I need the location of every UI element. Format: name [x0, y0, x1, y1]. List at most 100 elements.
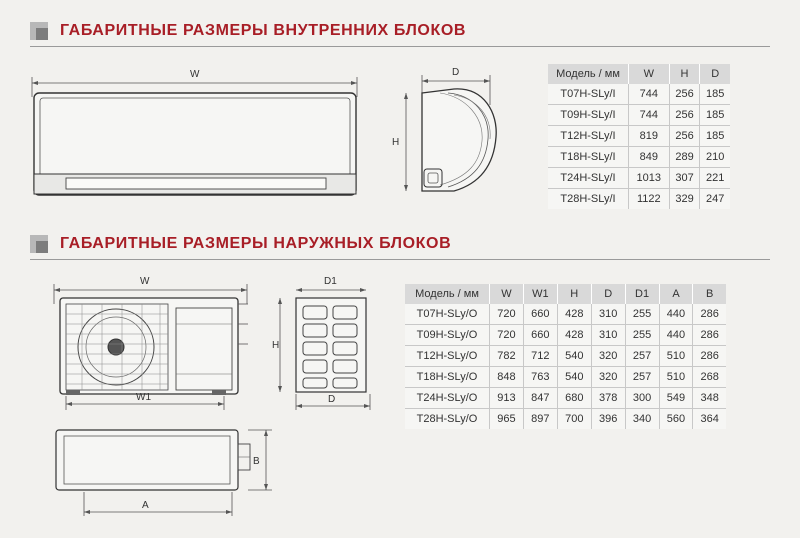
- outdoor-divider: [30, 259, 770, 260]
- table-cell: 268: [692, 366, 726, 388]
- indoor-d-label: D: [452, 67, 459, 78]
- table-cell: 1122: [628, 188, 670, 209]
- table-cell: 221: [699, 167, 730, 189]
- table-cell: 185: [699, 84, 730, 105]
- table-header-row: Модель / мм W H D: [548, 64, 730, 84]
- table-cell: T24H-SLy/O: [405, 387, 490, 409]
- table-cell: 256: [668, 125, 700, 147]
- table-cell: 913: [489, 387, 524, 409]
- table-cell: 255: [624, 324, 660, 346]
- outdoor-top-drawing: B A: [55, 429, 272, 516]
- indoor-divider: [30, 46, 770, 47]
- table-cell: 340: [624, 408, 660, 429]
- column-header: B: [692, 284, 726, 304]
- table-cell: T28H-SLy/O: [405, 408, 490, 429]
- outdoor-section-header: ГАБАРИТНЫЕ РАЗМЕРЫ НАРУЖНЫХ БЛОКОВ: [30, 232, 451, 256]
- outdoor-a-label: A: [142, 500, 149, 511]
- outdoor-side-drawing: D1 H D: [272, 276, 371, 410]
- table-cell: 320: [590, 366, 626, 388]
- indoor-h-label: H: [392, 137, 399, 148]
- table-cell: 185: [699, 104, 730, 126]
- table-cell: 700: [556, 408, 592, 429]
- table-cell: 257: [624, 345, 660, 367]
- table-cell: T09H-SLy/I: [548, 104, 629, 126]
- table-cell: 847: [522, 387, 558, 409]
- indoor-w-label: W: [190, 69, 200, 80]
- table-cell: 782: [489, 345, 524, 367]
- table-cell: 257: [624, 366, 660, 388]
- table-cell: 712: [522, 345, 558, 367]
- table-cell: 744: [628, 84, 670, 105]
- table-cell: 549: [658, 387, 693, 409]
- outdoor-front-drawing: W W1: [53, 276, 248, 410]
- table-cell: T18H-SLy/I: [548, 146, 629, 168]
- table-cell: T28H-SLy/I: [548, 188, 629, 209]
- column-header: Модель / мм: [548, 64, 629, 84]
- table-cell: 540: [556, 366, 592, 388]
- table-cell: T24H-SLy/I: [548, 167, 629, 189]
- table-cell: 329: [668, 188, 700, 209]
- column-header: H: [556, 284, 592, 304]
- table-cell: 1013: [628, 167, 670, 189]
- table-cell: 440: [658, 304, 693, 325]
- table-cell: 255: [624, 304, 660, 325]
- table-cell: 256: [668, 104, 700, 126]
- indoor-section-title: ГАБАРИТНЫЕ РАЗМЕРЫ ВНУТРЕННИХ БЛОКОВ: [60, 22, 467, 39]
- section-marker-icon: [30, 235, 48, 253]
- table-cell: 396: [590, 408, 626, 429]
- column-header: D: [590, 284, 626, 304]
- column-header: W1: [522, 284, 558, 304]
- table-cell: T12H-SLy/O: [405, 345, 490, 367]
- outdoor-w-label: W: [140, 276, 150, 287]
- table-cell: 720: [489, 304, 524, 325]
- section-marker-icon: [30, 22, 48, 40]
- table-cell: 300: [624, 387, 660, 409]
- table-cell: T12H-SLy/I: [548, 125, 629, 147]
- table-cell: 428: [556, 324, 592, 346]
- column-header: A: [658, 284, 693, 304]
- table-cell: 286: [692, 324, 726, 346]
- outdoor-w1-label: W1: [136, 392, 151, 403]
- table-cell: 819: [628, 125, 670, 147]
- table-cell: 660: [522, 324, 558, 346]
- table-cell: 286: [692, 345, 726, 367]
- table-cell: 849: [628, 146, 670, 168]
- table-cell: 848: [489, 366, 524, 388]
- table-cell: 247: [699, 188, 730, 209]
- column-header: H: [668, 64, 700, 84]
- table-cell: T07H-SLy/I: [548, 84, 629, 105]
- outdoor-d-label: D: [328, 394, 335, 405]
- table-cell: 510: [658, 345, 693, 367]
- table-cell: 897: [522, 408, 558, 429]
- table-cell: 428: [556, 304, 592, 325]
- table-cell: 560: [658, 408, 693, 429]
- table-cell: 440: [658, 324, 693, 346]
- table-cell: 540: [556, 345, 592, 367]
- table-cell: T18H-SLy/O: [405, 366, 490, 388]
- table-cell: 763: [522, 366, 558, 388]
- table-cell: 744: [628, 104, 670, 126]
- table-cell: T07H-SLy/O: [405, 304, 490, 325]
- indoor-side-drawing: D H: [392, 67, 497, 192]
- indoor-front-drawing: W: [31, 69, 358, 196]
- column-header: D1: [624, 284, 660, 304]
- table-cell: 348: [692, 387, 726, 409]
- table-cell: 965: [489, 408, 524, 429]
- column-header: D: [699, 64, 730, 84]
- outdoor-d1-label: D1: [324, 276, 337, 287]
- outdoor-h-label: H: [272, 340, 279, 351]
- table-cell: 185: [699, 125, 730, 147]
